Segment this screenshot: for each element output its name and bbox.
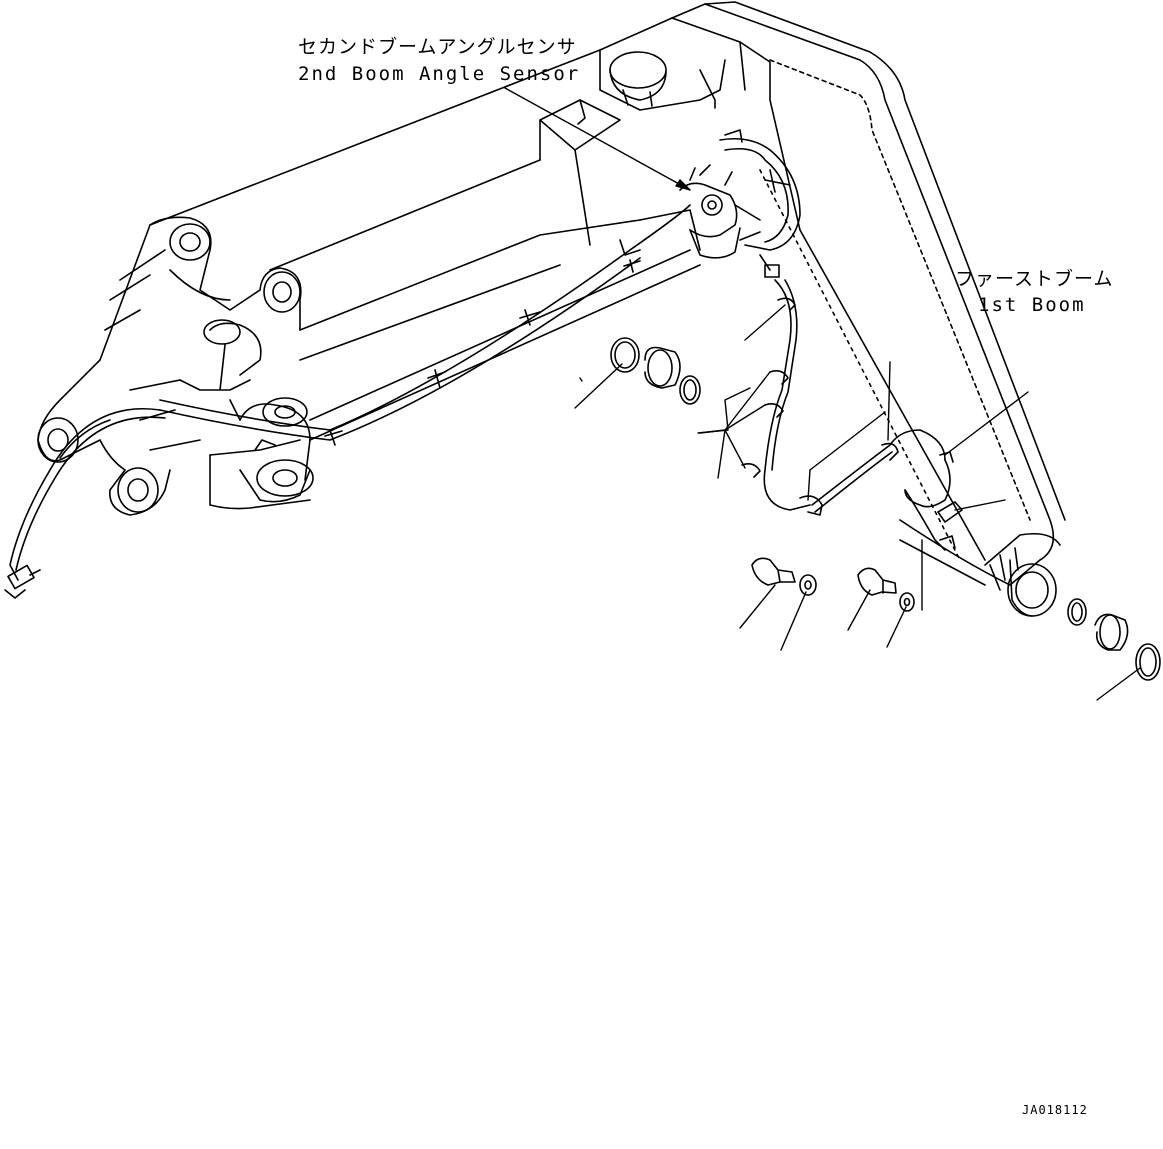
leader-lines — [505, 88, 1140, 700]
drawing-code: JA018112 — [1022, 1103, 1088, 1117]
second-boom — [150, 50, 700, 445]
second-boom-sensor-label-en: 2nd Boom Angle Sensor — [298, 63, 581, 85]
boom-foot-casting — [38, 217, 313, 515]
loose-parts — [611, 338, 1160, 680]
angle-sensor-assembly — [680, 130, 800, 277]
first-boom-label-en: 1st Boom — [978, 294, 1086, 316]
first-boom-label-jp: ファーストブーム — [955, 268, 1114, 290]
second-boom-sensor-label-jp: セカンドブームアングルセンサ — [298, 36, 577, 58]
lower-harness — [5, 409, 165, 598]
middle-harness — [742, 280, 962, 550]
